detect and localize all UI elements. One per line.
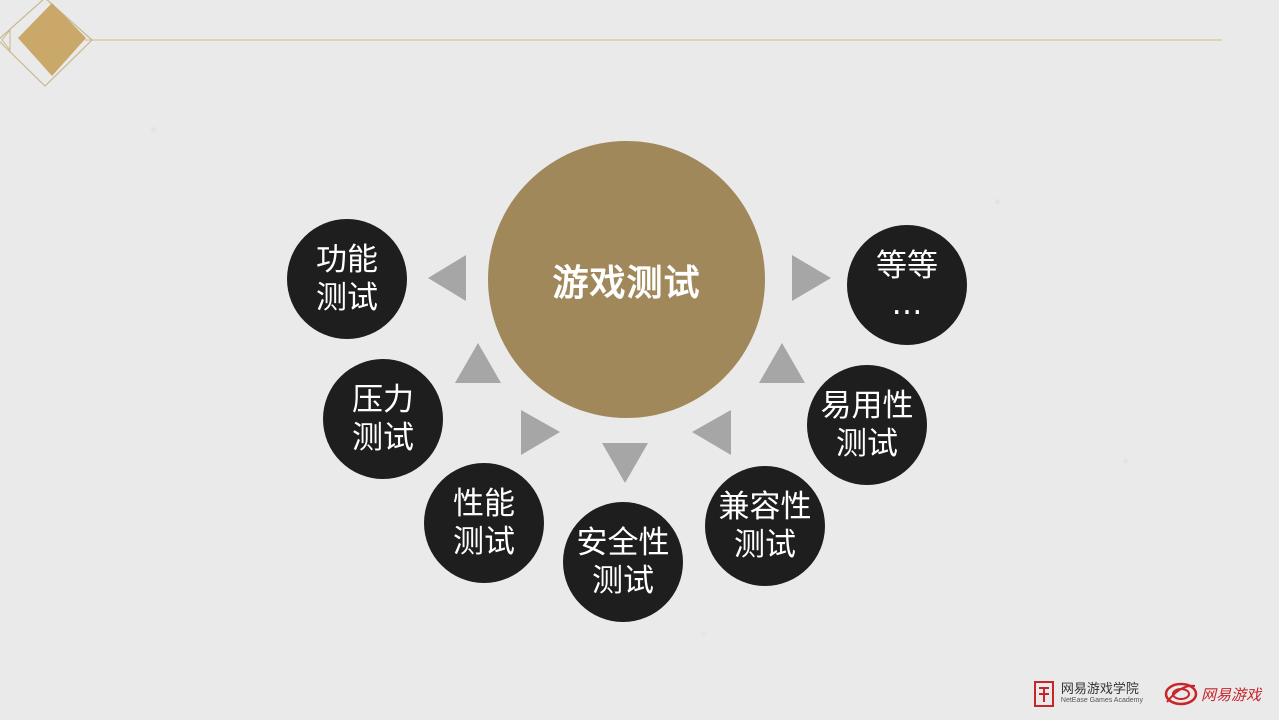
arrow-left-to-functional xyxy=(428,255,466,301)
academy-seal-icon xyxy=(1033,681,1054,707)
center-circle: 游戏测试 xyxy=(488,141,765,418)
node-label: 压力 测试 xyxy=(352,382,414,456)
node-label: 等等 … xyxy=(876,248,938,322)
academy-name-cn: 网易游戏学院 xyxy=(1060,682,1139,697)
center-label: 游戏测试 xyxy=(552,262,701,304)
node-compatibility-testing: 兼容性 测试 xyxy=(705,466,825,586)
arrow-left-from-compatibility xyxy=(692,410,731,455)
arrow-right-to-etc xyxy=(792,255,831,301)
arrow-up-from-stress xyxy=(455,343,501,383)
node-label: 兼容性 测试 xyxy=(718,489,812,563)
academy-name-en: NetEase Games Academy xyxy=(1060,697,1143,705)
arrow-down-to-security xyxy=(602,443,648,483)
node-label: 性能 测试 xyxy=(453,486,515,560)
header-ornament xyxy=(0,0,1222,87)
arrow-right-from-performance xyxy=(521,410,560,455)
node-etc: 等等 … xyxy=(847,225,967,345)
netease-games-swirl-icon xyxy=(1164,682,1198,706)
node-security-testing: 安全性 测试 xyxy=(563,502,683,622)
netease-games-logo: 网易游戏 xyxy=(1163,680,1261,708)
node-label: 功能 测试 xyxy=(316,242,378,316)
arrow-up-to-usability xyxy=(759,343,805,383)
node-label: 易用性 测试 xyxy=(820,388,914,462)
diamond-outline xyxy=(0,0,93,87)
small-chevron xyxy=(1,28,11,52)
diamond-fill xyxy=(18,3,86,76)
node-usability-testing: 易用性 测试 xyxy=(807,365,927,485)
node-label: 安全性 测试 xyxy=(576,525,670,599)
footer-logos: 网易游戏学院 NetEase Games Academy 网易游戏 xyxy=(1033,680,1261,708)
node-stress-testing: 压力 测试 xyxy=(323,359,443,479)
node-performance-testing: 性能 测试 xyxy=(424,463,544,583)
netease-games-text: 网易游戏 xyxy=(1200,685,1261,704)
netease-games-academy-logo: 网易游戏学院 NetEase Games Academy xyxy=(1033,680,1143,708)
node-functional-testing: 功能 测试 xyxy=(287,219,407,339)
